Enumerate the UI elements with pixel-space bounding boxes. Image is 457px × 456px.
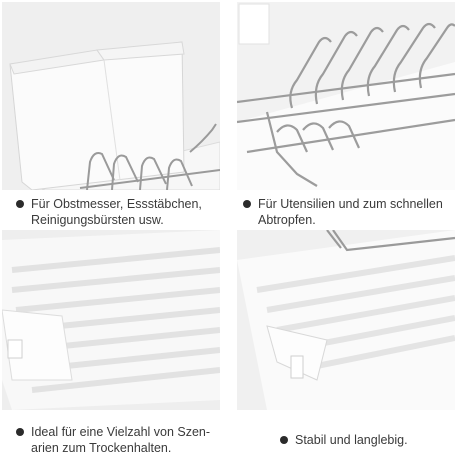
photo-dish-rack [237, 2, 455, 190]
bullet-icon [16, 200, 24, 208]
bullet-icon [16, 428, 24, 436]
caption-rack-frame: Stabil und langlebig. [280, 432, 450, 448]
dish-rack-illustration [237, 2, 455, 190]
caption-text: Für Utensilien und zum schnellen Abtropf… [258, 197, 443, 227]
caption-text: Ideal für eine Vielzahl von Szen- arien … [31, 425, 211, 455]
bullet-icon [280, 436, 288, 444]
caption-drip-tray: Ideal für eine Vielzahl von Szen- arien … [16, 424, 222, 456]
caption-utensil-holder: Für Obstmesser, Essstäbchen, Reinigungsb… [16, 196, 222, 228]
caption-text: Für Obstmesser, Essstäbchen, Reinigungsb… [31, 197, 202, 227]
caption-dish-rack: Für Utensilien und zum schnellen Abtropf… [243, 196, 455, 228]
rack-frame-illustration [237, 230, 455, 410]
bullet-icon [243, 200, 251, 208]
photo-drip-tray [2, 230, 220, 410]
photo-rack-frame [237, 230, 455, 410]
utensil-holder-illustration [2, 2, 220, 190]
drip-tray-illustration [2, 230, 220, 410]
caption-text: Stabil und langlebig. [295, 433, 408, 447]
photo-utensil-holder [2, 2, 220, 190]
